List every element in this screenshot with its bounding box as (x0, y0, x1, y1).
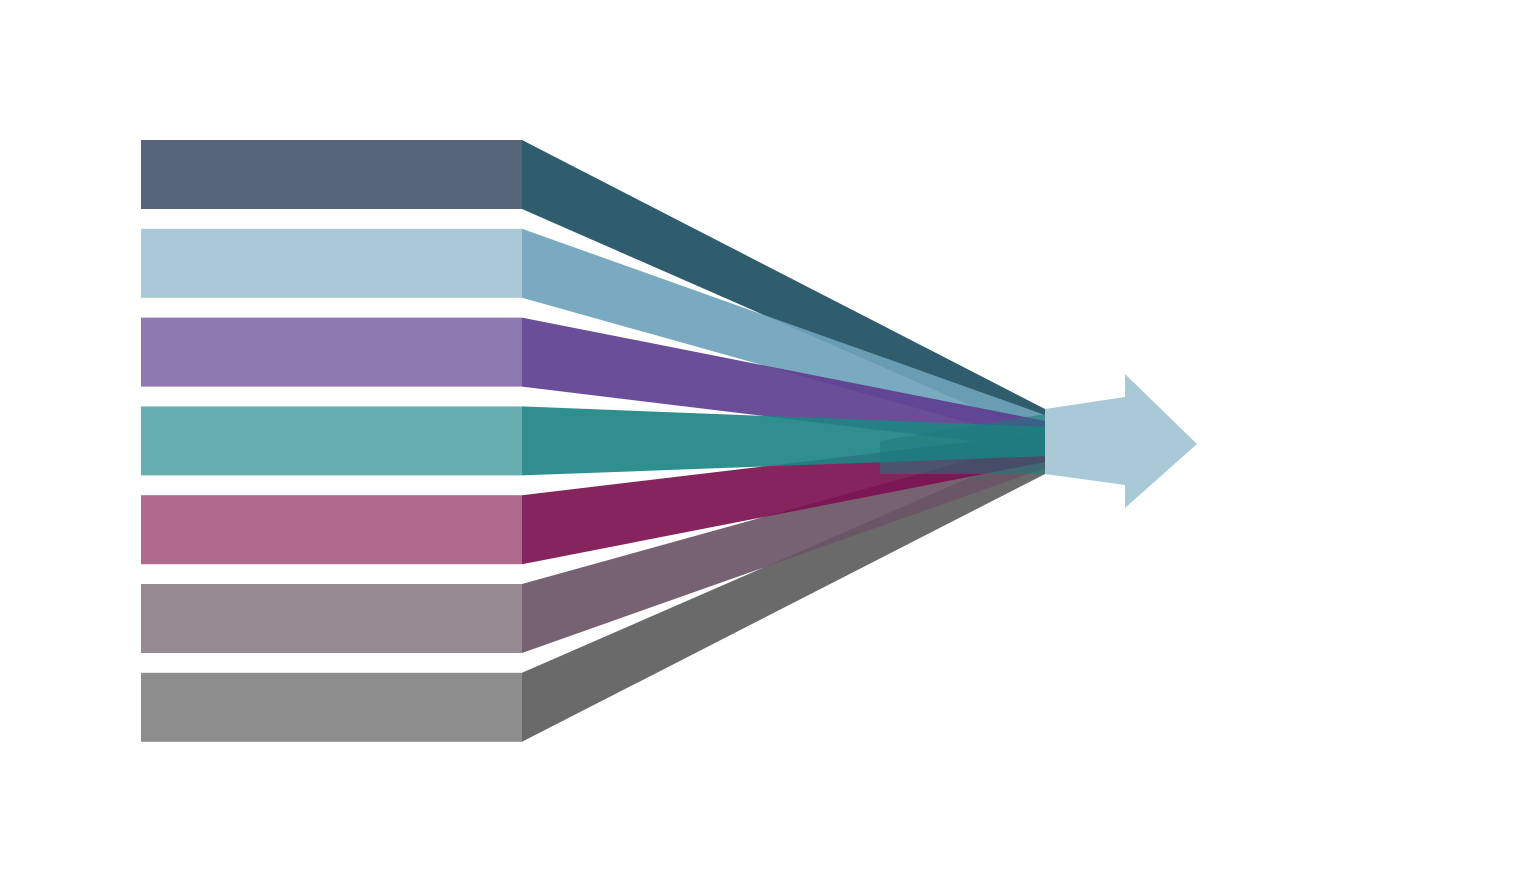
converging-band-7 (522, 444, 1045, 742)
output-arrow-group (1045, 374, 1197, 508)
converging-band-2 (522, 228, 1045, 445)
input-bar-3 (141, 317, 522, 387)
input-bar-2 (141, 228, 522, 298)
converging-band-1 (522, 140, 1045, 439)
input-bar-1 (141, 140, 522, 209)
arrow-right-icon (1045, 374, 1197, 508)
merge-region (880, 414, 1045, 474)
converging-band-3 (522, 317, 1045, 451)
converging-bands (522, 140, 1045, 742)
input-bar-5 (141, 495, 522, 565)
input-bar-4 (141, 406, 522, 476)
input-bars (141, 140, 522, 742)
converging-band-6 (522, 438, 1045, 653)
input-bar-7 (141, 672, 522, 742)
input-bar-6 (141, 584, 522, 653)
